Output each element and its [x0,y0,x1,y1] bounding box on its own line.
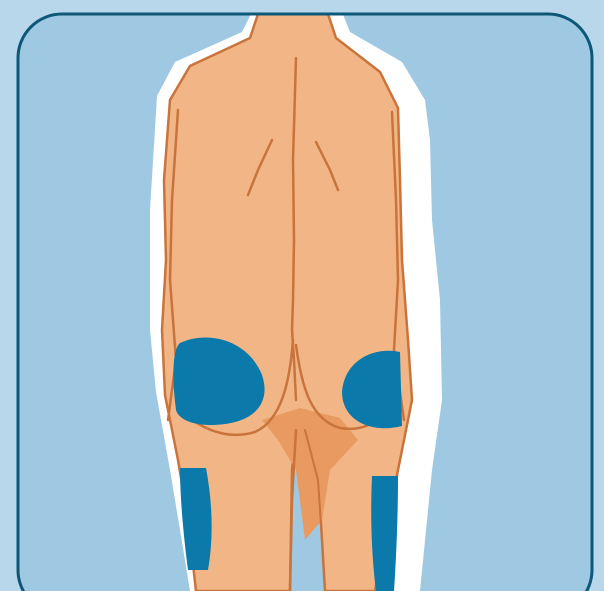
right-thigh-site [371,476,398,591]
